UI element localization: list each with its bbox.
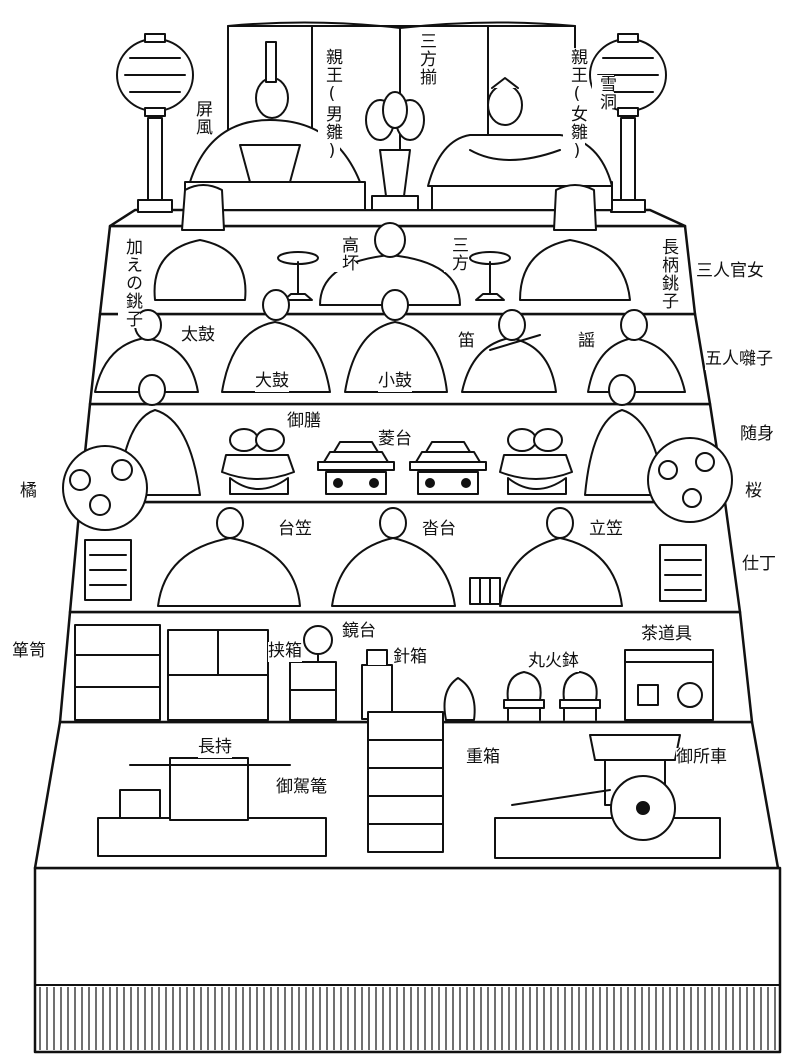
label-shinno-male: 親王(男雛) <box>318 48 342 162</box>
label-nagae-choshi: 長柄銚子 <box>654 238 678 310</box>
diamond-stand-left <box>317 441 395 495</box>
label-bonbori: 雪洞 <box>592 75 616 111</box>
label-takatsuki: 高坏 <box>334 236 358 272</box>
label-taiko: 太鼓 <box>181 325 215 346</box>
base-stripes <box>39 987 776 1050</box>
servant-right <box>499 507 623 607</box>
cherry-tree <box>647 437 733 602</box>
label-hasamibako: 挟箱 <box>268 641 302 662</box>
label-chadogu: 茶道具 <box>641 624 692 645</box>
label-shinno-female: 親王(女雛) <box>563 48 587 162</box>
round-brazier-right <box>559 671 601 721</box>
musician-kotsuzumi <box>344 289 448 393</box>
label-gonin-bayashi: 五人囃子 <box>705 349 773 370</box>
chest-of-drawers <box>74 624 161 721</box>
stacked-boxes <box>367 711 444 853</box>
label-fue: 笛 <box>458 331 475 352</box>
court-lady-right <box>519 184 631 301</box>
musician-otsuzumi <box>221 289 331 393</box>
label-haribako: 針箱 <box>393 647 427 668</box>
meal-set-right <box>499 428 573 495</box>
shoe-stand <box>469 577 501 605</box>
nagamochi-long-chest <box>97 757 327 857</box>
lantern-left <box>116 33 194 213</box>
label-kyodai: 鏡台 <box>342 621 376 642</box>
label-okago: 御駕篭 <box>276 777 327 798</box>
musician-fue <box>461 309 557 393</box>
label-sanbo-soroe: 三方揃 <box>412 32 436 86</box>
label-jubako: 重箱 <box>466 747 500 768</box>
label-daigasa: 台笠 <box>278 519 312 540</box>
mandarin-tree <box>62 445 148 601</box>
nagamochi-chest-upper <box>167 629 269 721</box>
wrapped-bundle <box>443 677 476 721</box>
label-hishidai: 菱台 <box>378 429 412 450</box>
label-zuishin: 随身 <box>740 424 774 445</box>
label-tansu: 箪笥 <box>12 641 46 662</box>
label-shicho: 仕丁 <box>742 554 776 575</box>
ox-cart <box>494 734 721 859</box>
sewing-box <box>361 649 393 720</box>
sanbo-offering-stand <box>365 91 425 211</box>
label-tachibana: 橘 <box>20 481 37 502</box>
label-odaiko: 大鼓 <box>255 371 289 392</box>
takatsuki-stand-right <box>469 251 511 301</box>
musician-taiko <box>94 309 199 393</box>
tea-utensil-shelf <box>624 649 714 721</box>
servant-left <box>157 507 301 607</box>
label-gozen: 御膳 <box>287 411 321 432</box>
servant-center <box>331 507 456 607</box>
label-sannin-kanjo: 三人官女 <box>696 261 764 282</box>
meal-set-left <box>221 428 295 495</box>
round-brazier-left <box>503 671 545 721</box>
takatsuki-stand-left <box>277 251 319 301</box>
stand-base <box>33 866 782 1054</box>
label-sanbo: 三方 <box>444 236 468 272</box>
label-sakura: 桜 <box>745 481 762 502</box>
label-utai: 謡 <box>578 331 595 352</box>
minister-right <box>584 374 666 496</box>
mirror-stand <box>303 625 333 663</box>
musician-utai <box>587 309 686 393</box>
label-kutsudai: 沓台 <box>422 519 456 540</box>
label-kotsuzumi: 小鼓 <box>378 371 412 392</box>
label-byobu: 屏風 <box>188 100 212 136</box>
carry-box <box>289 661 337 721</box>
label-marahibachi: 丸火鉢 <box>528 651 579 672</box>
diamond-stand-right <box>409 441 487 495</box>
label-tategasa: 立笠 <box>589 519 623 540</box>
court-lady-left <box>153 184 247 301</box>
label-gosho-guruma: 御所車 <box>676 747 727 768</box>
label-kuwae-choshi: 加えの銚子 <box>118 238 142 328</box>
label-nagamochi: 長持 <box>198 737 232 758</box>
